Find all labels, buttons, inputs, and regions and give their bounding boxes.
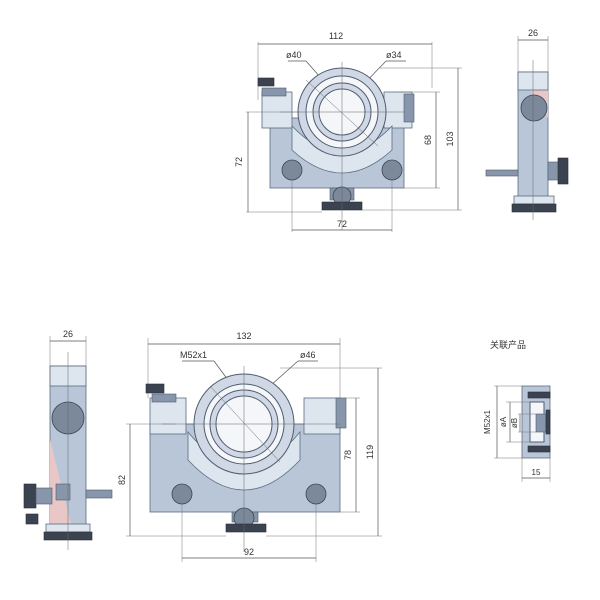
dim-width-132: 132 <box>236 331 251 341</box>
related-product: 关联产品 M52x1 øA øB 15 <box>483 339 551 482</box>
dim-height-68: 68 <box>423 135 433 145</box>
related-phiB: øB <box>510 418 519 428</box>
dim-height-82: 82 <box>117 475 127 485</box>
side-bottom-width-26: 26 <box>63 329 73 339</box>
dim-height-72: 72 <box>234 157 244 167</box>
top-front-view: 112 ø40 ø34 72 <box>234 31 462 232</box>
dim-phi34: ø34 <box>386 50 402 60</box>
dim-phi46: ø46 <box>300 350 316 360</box>
related-m52x1: M52x1 <box>483 409 492 434</box>
bottom-side-view: 26 <box>23 329 113 550</box>
related-phiA: øA <box>499 416 508 427</box>
dim-m52x1: M52x1 <box>180 350 207 360</box>
top-side-view: 26 <box>485 28 569 220</box>
related-product-title: 关联产品 <box>490 339 526 350</box>
dim-width-112: 112 <box>329 31 343 41</box>
dim-phi40: ø40 <box>286 50 302 60</box>
side-top-width-26: 26 <box>528 28 538 38</box>
dim-hole-spacing-72: 72 <box>337 219 347 229</box>
dim-height-119: 119 <box>365 445 375 459</box>
bottom-front-view: 132 M52x1 ø46 82 <box>117 331 382 562</box>
related-width-15: 15 <box>532 468 541 477</box>
dim-height-78: 78 <box>343 450 353 460</box>
dim-hole-spacing-92: 92 <box>244 547 254 557</box>
dim-height-103: 103 <box>445 131 455 146</box>
